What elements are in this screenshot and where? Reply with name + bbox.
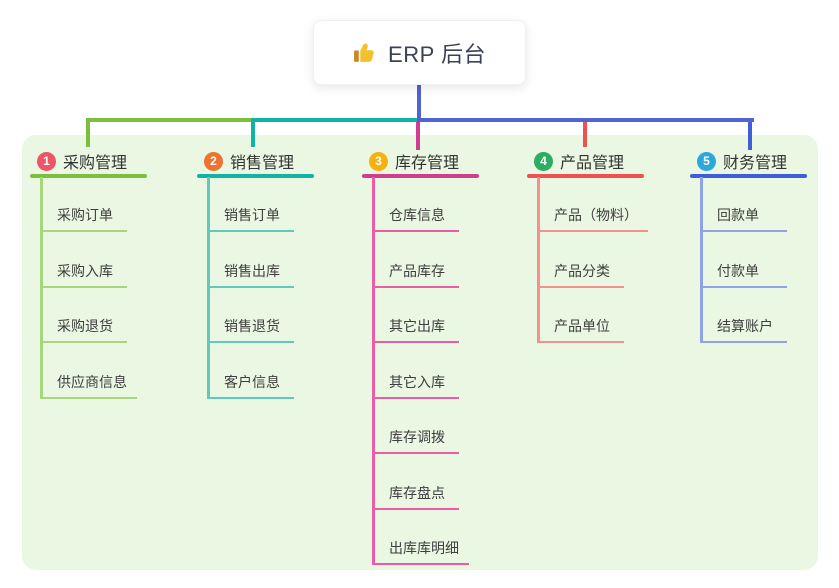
branch-underline bbox=[30, 174, 147, 178]
child-label: 库存盘点 bbox=[389, 484, 445, 501]
connector-drop-3 bbox=[416, 118, 420, 150]
connector-bus-left bbox=[86, 118, 255, 122]
child-node[interactable]: 采购订单 bbox=[40, 206, 127, 232]
branch-node-3[interactable]: 3 库存管理 bbox=[362, 149, 459, 173]
child-label: 回款单 bbox=[717, 207, 759, 223]
child-node[interactable]: 产品（物料） bbox=[537, 206, 648, 232]
child-node[interactable]: 回款单 bbox=[700, 206, 787, 232]
child-node[interactable]: 出库库明细 bbox=[372, 539, 469, 565]
child-node[interactable]: 采购入库 bbox=[40, 262, 127, 288]
child-node[interactable]: 仓库信息 bbox=[372, 206, 459, 232]
child-node[interactable]: 库存盘点 bbox=[372, 484, 459, 510]
branch-node-2[interactable]: 2 销售管理 bbox=[197, 149, 294, 173]
branch-label: 库存管理 bbox=[395, 155, 460, 172]
child-node[interactable]: 库存调拨 bbox=[372, 428, 459, 454]
branch-trunk-line bbox=[537, 177, 540, 343]
child-label: 采购入库 bbox=[57, 262, 113, 279]
child-label: 销售订单 bbox=[224, 207, 280, 223]
branch-node-4[interactable]: 4 产品管理 bbox=[527, 149, 624, 173]
child-node[interactable]: 结算账户 bbox=[700, 317, 787, 343]
branch-trunk-line bbox=[40, 177, 43, 399]
thumbs-up-icon bbox=[353, 40, 378, 65]
child-label: 库存调拨 bbox=[389, 429, 445, 445]
branch-node-5[interactable]: 5 财务管理 bbox=[690, 149, 787, 173]
child-node[interactable]: 付款单 bbox=[700, 262, 787, 288]
child-label: 销售出库 bbox=[224, 262, 280, 279]
connector-drop-2 bbox=[251, 118, 255, 147]
child-label: 采购订单 bbox=[57, 207, 113, 223]
branch-trunk-line bbox=[372, 177, 375, 565]
root-node[interactable]: ERP 后台 bbox=[313, 20, 526, 85]
branch-underline bbox=[197, 174, 314, 178]
child-node[interactable]: 产品分类 bbox=[537, 262, 624, 288]
connector-bus-midleft bbox=[251, 118, 419, 122]
branch-number-badge: 4 bbox=[534, 151, 553, 171]
child-label: 出库库明细 bbox=[389, 540, 459, 556]
child-node[interactable]: 销售退货 bbox=[207, 317, 294, 343]
child-label: 其它入库 bbox=[389, 373, 445, 390]
connector-drop-5 bbox=[748, 118, 752, 150]
branch-number-badge: 1 bbox=[37, 151, 56, 171]
child-node[interactable]: 销售出库 bbox=[207, 262, 294, 288]
connector-root-line bbox=[417, 83, 421, 122]
child-label: 产品库存 bbox=[389, 262, 445, 279]
branch-label: 销售管理 bbox=[230, 155, 295, 172]
branches-panel bbox=[22, 135, 818, 570]
child-node[interactable]: 客户信息 bbox=[207, 373, 294, 399]
connector-bus-right bbox=[417, 118, 754, 122]
root-title: ERP 后台 bbox=[388, 41, 486, 67]
connector-drop-1 bbox=[86, 118, 90, 147]
branch-node-1[interactable]: 1 采购管理 bbox=[30, 149, 127, 173]
child-label: 产品单位 bbox=[554, 318, 610, 334]
child-node[interactable]: 产品单位 bbox=[537, 317, 624, 343]
branch-number-badge: 2 bbox=[204, 151, 223, 171]
child-node[interactable]: 其它出库 bbox=[372, 317, 459, 343]
branch-number-badge: 3 bbox=[369, 151, 388, 171]
child-node[interactable]: 采购退货 bbox=[40, 317, 127, 343]
connector-drop-4 bbox=[583, 118, 587, 147]
branch-underline bbox=[690, 174, 807, 178]
branch-trunk-line bbox=[207, 177, 210, 399]
child-node[interactable]: 产品库存 bbox=[372, 262, 459, 288]
child-label: 销售退货 bbox=[224, 318, 280, 334]
child-node[interactable]: 其它入库 bbox=[372, 373, 459, 399]
child-label: 付款单 bbox=[717, 262, 759, 279]
branch-trunk-line bbox=[700, 177, 703, 343]
branch-underline bbox=[362, 174, 479, 178]
child-label: 采购退货 bbox=[57, 318, 113, 334]
branch-label: 采购管理 bbox=[63, 155, 128, 172]
child-label: 产品分类 bbox=[554, 262, 610, 279]
branch-label: 财务管理 bbox=[723, 155, 788, 172]
branch-underline bbox=[527, 174, 644, 178]
child-node[interactable]: 供应商信息 bbox=[40, 373, 137, 399]
child-label: 结算账户 bbox=[717, 318, 773, 334]
child-label: 产品（物料） bbox=[554, 207, 638, 223]
child-node[interactable]: 销售订单 bbox=[207, 206, 294, 232]
child-label: 其它出库 bbox=[389, 318, 445, 334]
branch-label: 产品管理 bbox=[560, 155, 625, 172]
child-label: 仓库信息 bbox=[389, 207, 445, 223]
branch-number-badge: 5 bbox=[697, 151, 716, 171]
child-label: 客户信息 bbox=[224, 373, 280, 390]
child-label: 供应商信息 bbox=[57, 373, 127, 390]
